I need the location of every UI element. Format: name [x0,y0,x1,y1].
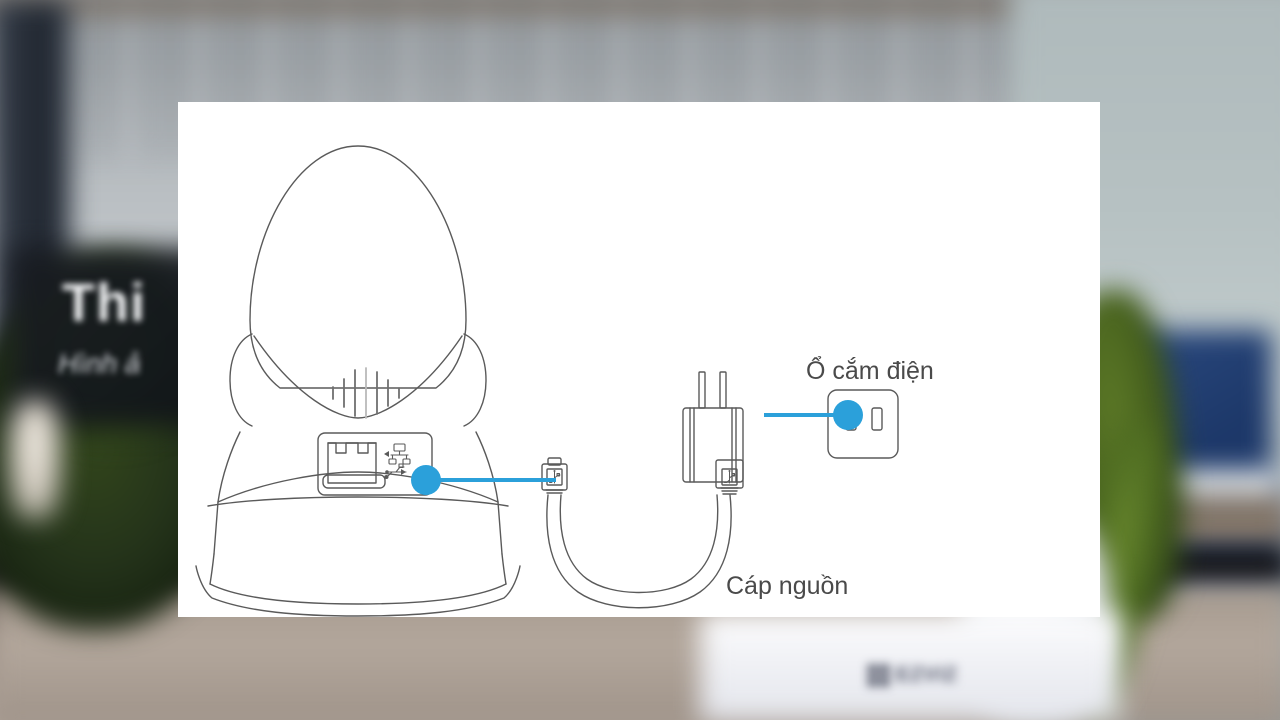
usb-icon [384,463,407,479]
camera-base-top [217,471,499,503]
camera-foot-rim [195,565,521,617]
camera-base-band [207,496,509,507]
highlight-markers [411,400,863,495]
bg-ezviz-logo: EZVIZ [868,664,958,687]
ezviz-logo-mark-icon [868,665,889,686]
cable-cord-inner [559,494,719,594]
highlight-dot-wall-socket [833,400,863,430]
adapter-prong-left [698,371,706,409]
port-panel [317,432,433,496]
camera-body-right [501,553,507,585]
bg-poster-subtitle: Hình ả [58,348,141,379]
camera-body-left [209,553,215,585]
camera-face-seam [253,335,463,419]
ethernet-port-icon [327,442,377,484]
socket-slot-right [871,407,883,431]
micro-usb-port [322,474,386,489]
power-cable [541,457,744,609]
network-icon [384,443,411,465]
usb-trident-right [724,470,736,484]
speaker-grille-icon [332,367,400,419]
camera-bottom-edge [209,583,507,605]
camera-neck-right [475,431,499,503]
camera-left-pivot [229,333,253,427]
bg-lamp [8,400,62,520]
camera-right-pivot [463,333,487,427]
highlight-dot-camera-port [411,465,441,495]
cable-left-connector [541,457,568,494]
camera-dome [249,145,467,389]
port-panel-outline [317,432,433,496]
power-adapter [682,371,744,483]
camera-base-left-edge [213,501,219,555]
bg-ezviz-device [700,612,1120,720]
label-power-cable: Cáp nguồn [726,572,849,600]
connection-diagram [195,145,899,617]
camera-neck-left [217,431,241,503]
cable-cord-outer [546,494,732,609]
label-wall-socket: Ổ cắm điện [806,357,934,385]
bg-top-rail [0,0,1280,16]
cable-right-connector [715,459,744,495]
adapter-prong-right [719,371,727,409]
ezviz-logo-text: EZVIZ [896,664,958,686]
camera-base-right-edge [497,501,503,555]
bg-poster-title: Thi [62,273,146,333]
instruction-panel [178,102,1100,617]
adapter-body [682,407,744,483]
wall-socket-body [827,389,899,459]
camera-illustration [195,145,521,617]
